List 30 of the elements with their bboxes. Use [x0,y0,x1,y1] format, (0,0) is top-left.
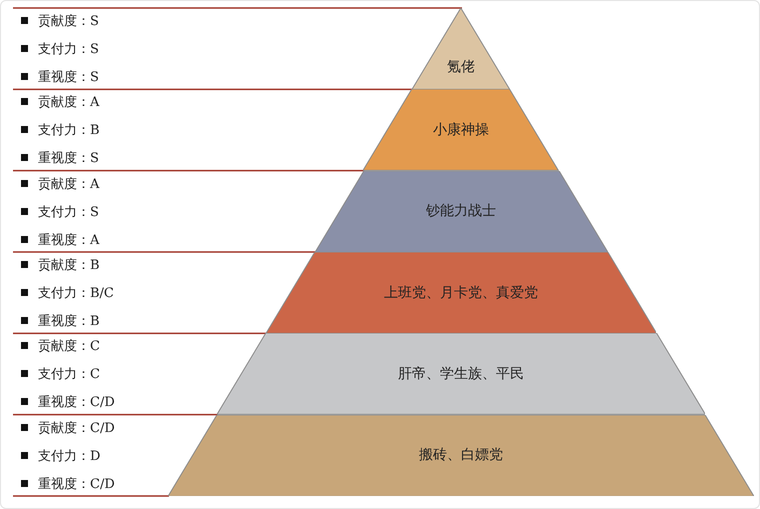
pyramid-tier [168,414,754,496]
tier-label: 搬砖、白嫖党 [418,446,504,464]
tier-label: 氪佬 [446,58,476,76]
rating-text: 重视度：S [21,151,99,168]
rating-text: 重视度：C/D [21,476,115,493]
rating-text: 重视度：C/D [21,395,115,412]
rating-text: 支付力：B/C [21,286,114,302]
rating-text: 贡献度：S [21,14,99,30]
pyramid-tier [314,170,608,252]
rating-text: 重视度：S [21,70,99,86]
rating-text: 重视度：B [21,314,100,330]
rating-text: 支付力：S [21,204,99,221]
tier-label: 小康神操 [432,120,490,139]
rating-text: 支付力：C [21,367,100,384]
rating-text: 贡献度：A [21,95,100,112]
rating-text: 支付力：B [21,123,100,140]
tier-label: 上班党、月卡党、真爱党 [382,284,539,302]
pyramid-top-triangle [412,8,510,90]
pyramid-tier [216,333,706,415]
pyramid-tier [266,252,656,334]
rating-text: 贡献度：C/D [21,420,115,437]
tier-label: 钞能力战士 [425,202,497,220]
pyramid-tier [363,89,559,171]
rating-text: 贡献度：A [21,176,100,193]
rating-text: 支付力：D [21,448,100,465]
rating-text: 贡献度：C [21,339,100,356]
rating-text: 重视度：A [21,232,100,249]
rating-text: 贡献度：B [21,258,100,274]
tier-label: 肝帝、学生族、平民 [396,364,525,383]
rating-text: 支付力：S [21,42,99,58]
